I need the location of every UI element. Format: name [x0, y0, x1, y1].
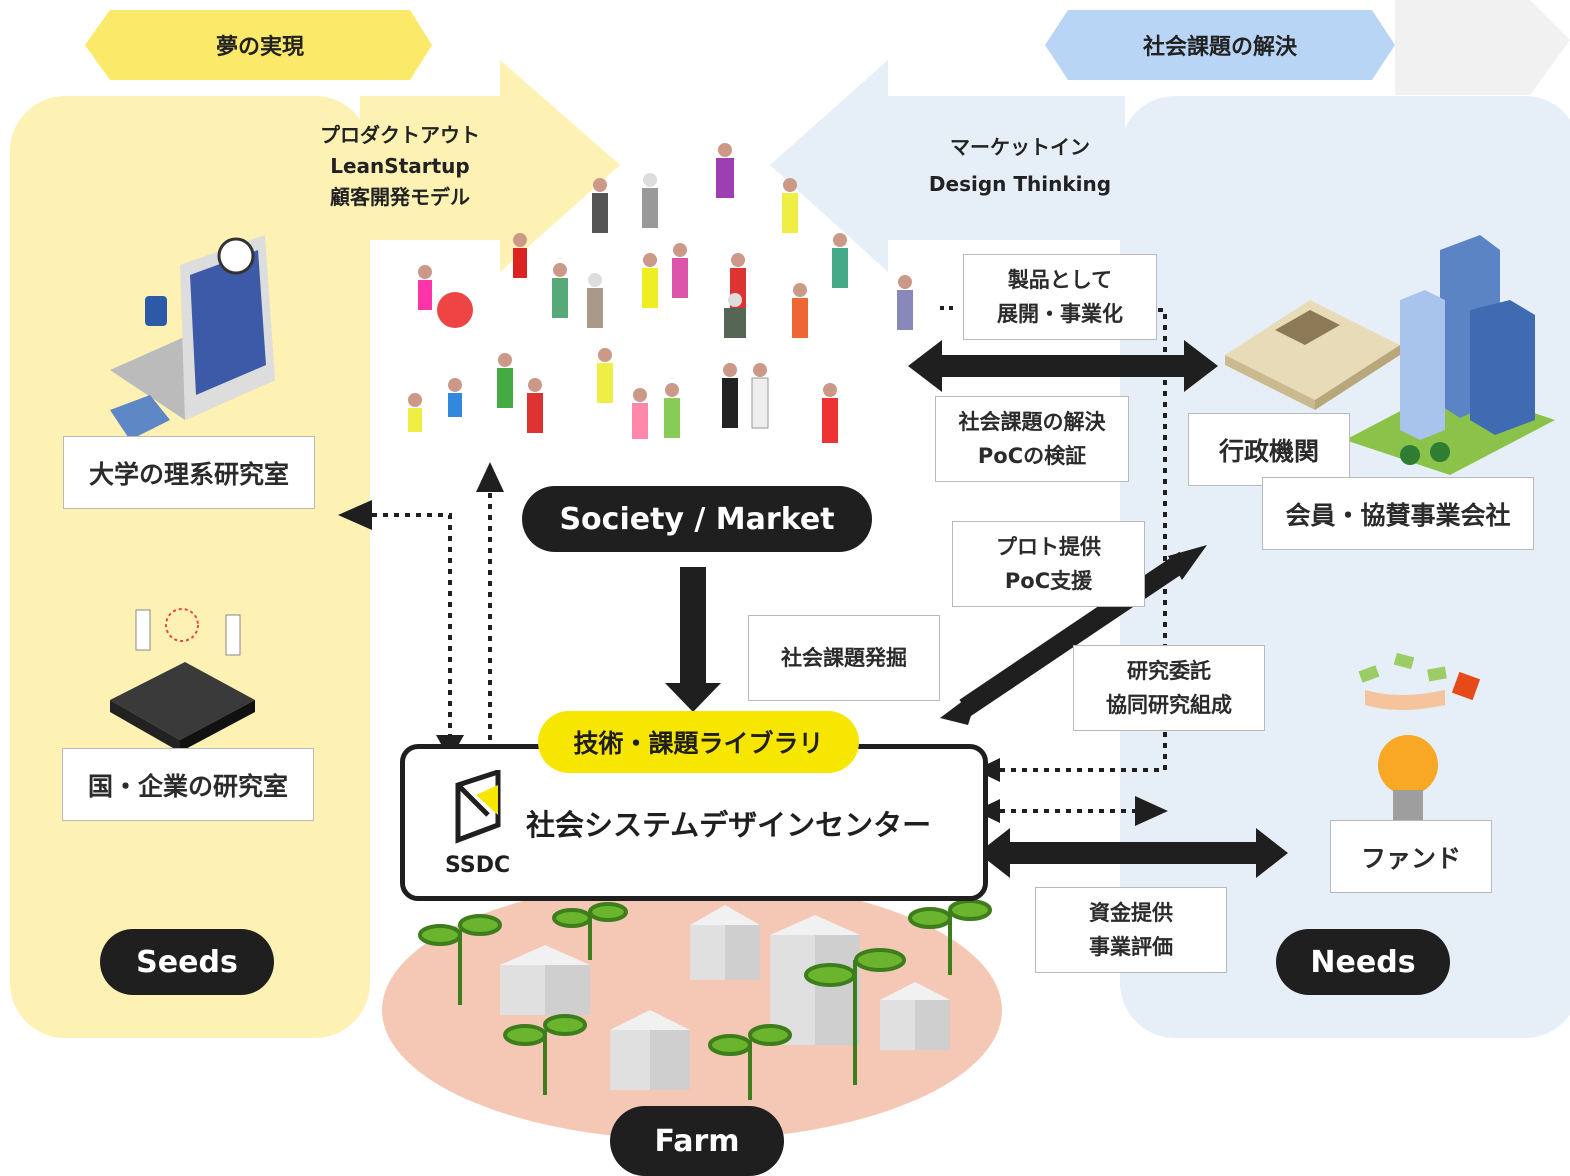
univ-center-dotted [372, 513, 452, 735]
seeds-header: 夢の実現 [215, 35, 304, 60]
market-up-arrowhead [476, 462, 504, 492]
needs-pill: Needs [1276, 929, 1450, 995]
admin-label: 行政機関 [1188, 413, 1350, 486]
center-fund-double-arrow [978, 828, 1288, 878]
header-tail-chevron [1395, 0, 1570, 95]
research-label: 研究委託協同研究組成 [1073, 645, 1265, 731]
needs-right-arrowhead [1135, 796, 1168, 826]
dotted-connectors [372, 308, 1167, 813]
funding-label: 資金提供事業評価 [1035, 887, 1227, 973]
market-to-center-arrow [665, 567, 721, 712]
univ-arrowhead [338, 500, 372, 530]
farm-pill: Farm [610, 1106, 784, 1176]
farm-plants-icon [418, 899, 992, 1100]
discover-label: 社会課題発掘 [748, 615, 940, 701]
product-label: 製品として展開・事業化 [963, 254, 1157, 340]
market-in-arrow [770, 60, 1125, 272]
buildings-center-dotted [1000, 308, 1167, 772]
seeds-pill: Seeds [100, 929, 274, 995]
lightbulb-money-icon [1358, 652, 1481, 820]
needs-header: 社会課題の解決 [1142, 35, 1297, 60]
government-building-icon [1225, 300, 1400, 410]
fund-label: ファンド [1330, 820, 1492, 893]
market-buildings-double-arrow [908, 340, 1218, 392]
needs-header-shape [1045, 10, 1395, 80]
univ-lab-label: 大学の理系研究室 [63, 436, 315, 509]
crowd-icon [408, 143, 913, 443]
chip-lab-icon [110, 608, 255, 752]
product-out-arrow [360, 60, 620, 272]
society-market-pill: Society / Market [522, 486, 872, 552]
ssdc-logo-text: SSDC [445, 853, 511, 878]
office-tower-icon [1345, 235, 1555, 475]
library-label: 技術・課題ライブラリ [538, 711, 859, 773]
seeds-header-shape [85, 10, 432, 80]
members-label: 会員・協賛事業会社 [1262, 477, 1534, 550]
ssdc-logo-icon [455, 770, 501, 844]
laptop-icon [110, 235, 275, 440]
center-name: 社会システムデザインセンター [526, 808, 932, 842]
gov-lab-label: 国・企業の研究室 [62, 748, 314, 821]
center-members-diagonal-arrow [940, 545, 1207, 725]
